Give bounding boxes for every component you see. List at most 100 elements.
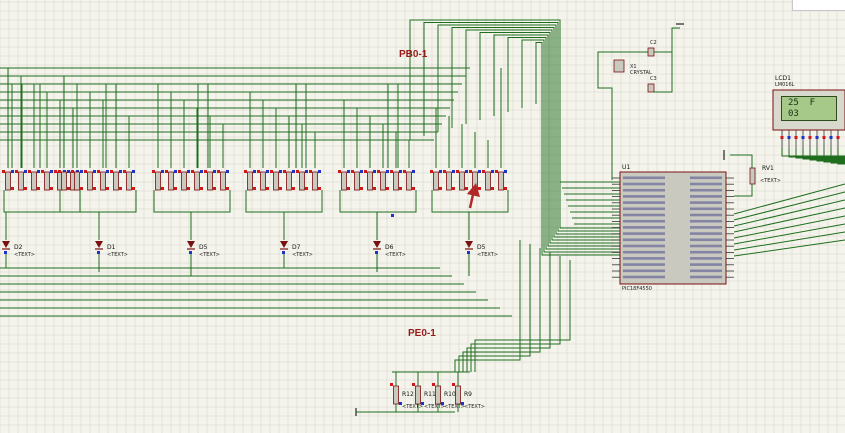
mcu-pin-name-right: [690, 263, 722, 266]
switch-block[interactable]: [338, 100, 417, 213]
switch-component[interactable]: [194, 171, 200, 191]
diode[interactable]: [280, 212, 288, 268]
pot-body[interactable]: [749, 167, 756, 185]
switch-component[interactable]: [18, 171, 24, 191]
pin-marker: [478, 170, 481, 173]
switch-component[interactable]: [61, 171, 67, 191]
diode-symbol: [373, 241, 381, 248]
switch-component[interactable]: [299, 171, 305, 191]
mcu-pin-name-right: [690, 182, 722, 186]
pe-bus-wire: [458, 244, 531, 372]
mcu-part-label: PIC18F4550: [622, 286, 652, 292]
pin-marker: [504, 170, 507, 173]
block-bracket: [59, 190, 137, 213]
pin-marker: [28, 170, 31, 173]
switch-block[interactable]: [152, 84, 231, 213]
switch-component[interactable]: [155, 171, 161, 191]
pin-marker: [152, 170, 155, 173]
lcd-display[interactable]: 25 F 03: [781, 96, 837, 121]
switch-component[interactable]: [260, 171, 266, 191]
mcu-pin-name-left: [623, 238, 665, 242]
mcu-pin-name-left: [623, 213, 665, 217]
switch-component[interactable]: [44, 171, 50, 191]
pin-marker: [347, 187, 350, 190]
switch-component[interactable]: [406, 171, 412, 191]
mcu-pin-name-left: [623, 244, 665, 248]
pin-marker: [452, 170, 455, 173]
switch-component[interactable]: [485, 171, 491, 191]
mcu-chip[interactable]: [612, 171, 734, 285]
switch-component[interactable]: [31, 171, 37, 191]
mcu-pin-name-right: [690, 195, 722, 198]
switch-component[interactable]: [100, 171, 106, 191]
diode[interactable]: [187, 212, 195, 276]
switch-block[interactable]: [430, 68, 509, 213]
switch-component[interactable]: [87, 171, 93, 191]
pin-marker: [815, 136, 819, 139]
pin-marker: [467, 251, 470, 254]
resistor-ref-label: R12: [402, 391, 414, 398]
pin-marker: [50, 170, 53, 173]
pin-marker: [801, 136, 805, 139]
switch-component[interactable]: [181, 171, 187, 191]
switch-component[interactable]: [312, 171, 318, 191]
switch-component[interactable]: [247, 171, 253, 191]
crystal-wire: [597, 51, 648, 66]
diode-text-label: <TEXT>: [385, 252, 406, 258]
pin-marker: [132, 170, 135, 173]
diode-symbol: [280, 241, 288, 248]
switch-block[interactable]: [2, 68, 81, 213]
switch-component[interactable]: [446, 171, 452, 191]
pin-marker: [80, 170, 83, 173]
switch-component[interactable]: [286, 171, 292, 191]
pin-marker: [266, 187, 269, 190]
diode[interactable]: [2, 212, 10, 268]
switch-component[interactable]: [459, 171, 465, 191]
switch-block[interactable]: [58, 76, 137, 213]
crystal-oscillator[interactable]: [597, 23, 684, 180]
capacitor[interactable]: [647, 47, 655, 57]
switch-component[interactable]: [380, 171, 386, 191]
switch-component[interactable]: [433, 171, 439, 191]
pe0-net-label[interactable]: PE0-1: [408, 328, 436, 339]
switch-component[interactable]: [367, 171, 373, 191]
switch-component[interactable]: [220, 171, 226, 191]
pin-marker: [373, 187, 376, 190]
switch-component[interactable]: [5, 171, 11, 191]
switch-component[interactable]: [207, 171, 213, 191]
resistor[interactable]: [393, 385, 399, 405]
resistor[interactable]: [415, 385, 421, 405]
switch-component[interactable]: [113, 171, 119, 191]
diode[interactable]: [373, 212, 381, 272]
switch-component[interactable]: [74, 171, 80, 191]
lcd-wire: [795, 148, 845, 159]
potentiometer[interactable]: [723, 150, 756, 197]
resistor[interactable]: [435, 385, 441, 405]
capacitor[interactable]: [647, 83, 655, 93]
switch-block[interactable]: [244, 92, 323, 213]
pin-marker: [360, 170, 363, 173]
diode[interactable]: [95, 212, 103, 272]
pin-marker: [119, 170, 122, 173]
top-bundle-wire: [437, 24, 620, 235]
pin-marker: [386, 187, 389, 190]
crystal-body[interactable]: [613, 59, 625, 73]
pin-marker: [93, 170, 96, 173]
switch-component[interactable]: [273, 171, 279, 191]
switch-component[interactable]: [498, 171, 504, 191]
switch-component[interactable]: [393, 171, 399, 191]
block-bracket: [3, 190, 81, 213]
diode[interactable]: [465, 212, 473, 276]
block-bracket: [339, 190, 417, 213]
diode-text-label: <TEXT>: [199, 252, 220, 258]
pb0-net-label[interactable]: PB0-1: [399, 49, 428, 60]
resistor[interactable]: [455, 385, 461, 405]
switch-component[interactable]: [341, 171, 347, 191]
resistor-bank[interactable]: [355, 371, 470, 416]
pin-marker: [478, 187, 481, 190]
switch-component[interactable]: [354, 171, 360, 191]
switch-component[interactable]: [168, 171, 174, 191]
switch-component[interactable]: [126, 171, 132, 191]
